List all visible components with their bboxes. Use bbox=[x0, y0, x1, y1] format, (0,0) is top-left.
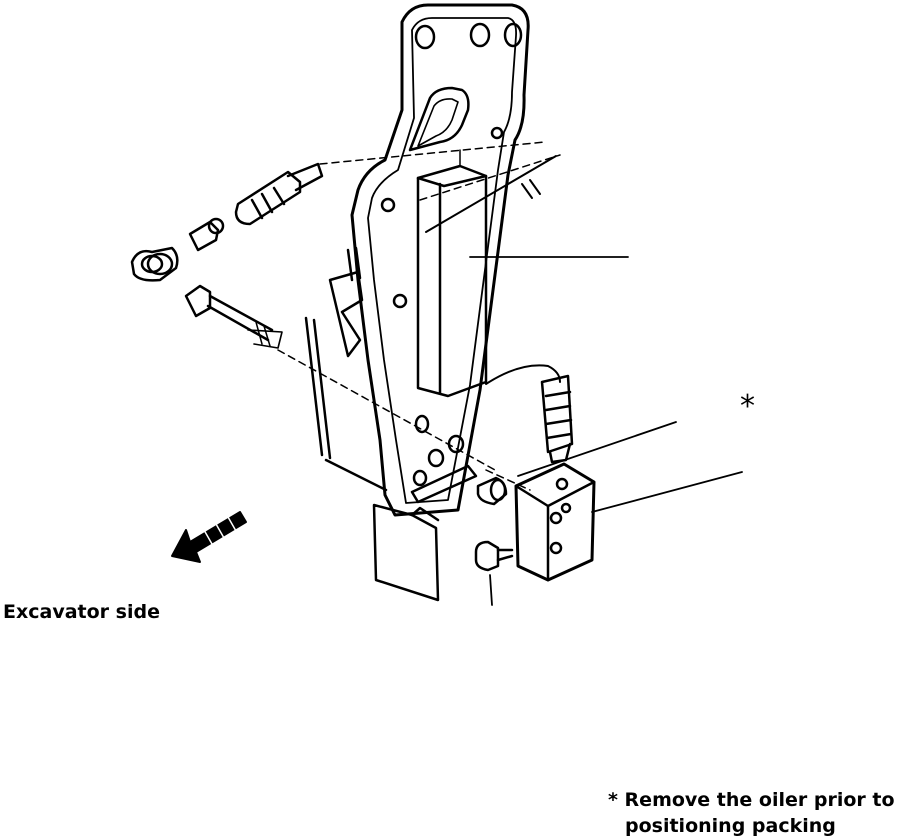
guide-tube bbox=[416, 149, 488, 398]
small-bolt bbox=[474, 540, 514, 572]
asterisk-marker: * bbox=[740, 389, 755, 424]
packing-plate bbox=[372, 503, 440, 602]
bracket-plate bbox=[350, 3, 530, 517]
leader-lines bbox=[469, 256, 743, 606]
oiler-removal-note: * Remove the oiler prior to positioning … bbox=[608, 787, 895, 839]
direction-arrow-icon bbox=[171, 511, 247, 563]
connector-block bbox=[514, 462, 596, 582]
dimension-marker bbox=[425, 155, 557, 233]
oiler-hose bbox=[485, 364, 561, 385]
mount-hole bbox=[469, 22, 491, 48]
retaining-clip bbox=[410, 464, 478, 504]
note-line-2: positioning packing bbox=[625, 815, 836, 837]
mount-hole bbox=[414, 24, 436, 50]
rear-rail bbox=[304, 246, 388, 492]
mount-hole bbox=[503, 22, 523, 48]
excavator-side-label: Excavator side bbox=[3, 601, 160, 623]
assembly-guide-lines bbox=[277, 141, 561, 491]
plug bbox=[476, 476, 508, 506]
mounting-bolt bbox=[184, 284, 283, 349]
note-line-1: * Remove the oiler prior to bbox=[608, 789, 895, 811]
grease-fitting-assembly bbox=[130, 162, 324, 282]
oiler bbox=[540, 374, 574, 464]
